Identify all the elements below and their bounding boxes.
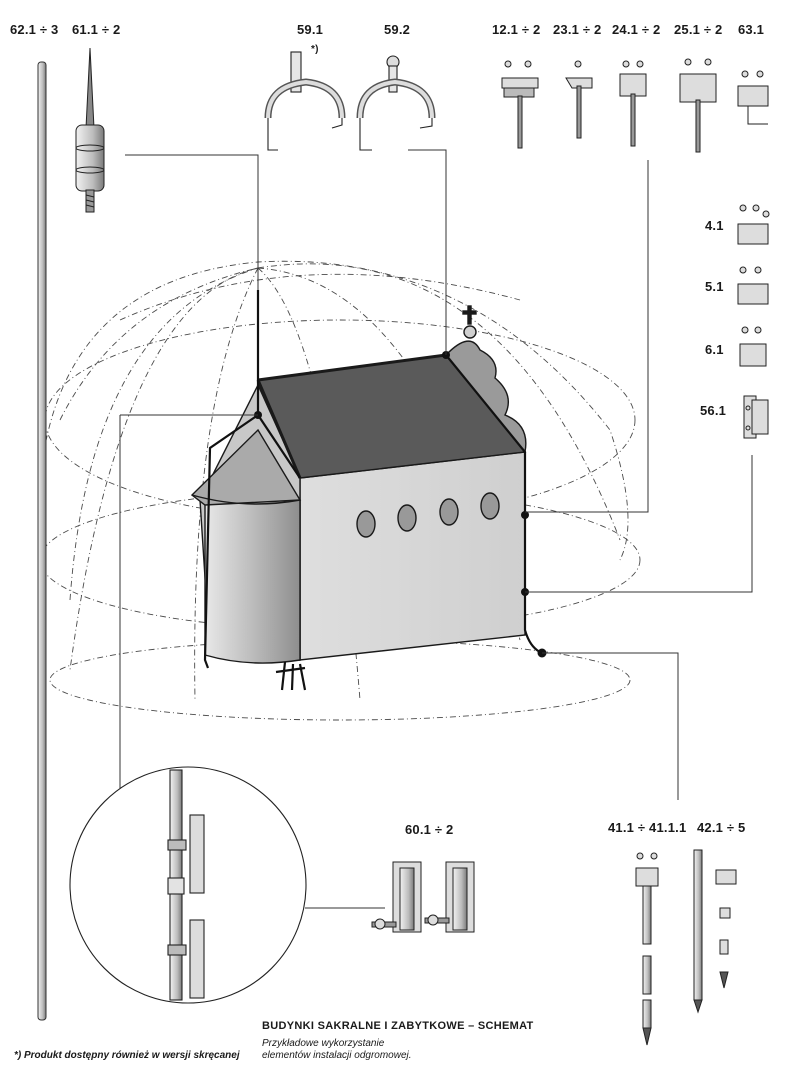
mast-pole [37,61,47,1021]
connector-56 [743,395,769,439]
leader-lines [119,149,753,909]
label-rod-61: 61.1 ÷ 2 [72,22,121,37]
footer-subtitle-line2: elementów instalacji odgromowej. [262,1050,412,1061]
footer-subtitle-line1: Przykładowe wykorzystanie [262,1038,385,1049]
label-connector-5: 5.1 [705,279,724,294]
clamp-59-2 [356,55,436,151]
holder-12 [501,60,539,149]
holder-23 [565,60,593,139]
label-support-60: 60.1 ÷ 2 [405,822,454,837]
magnified-detail [69,766,307,1004]
holder-24 [619,60,647,147]
label-mast-62: 62.1 ÷ 3 [10,22,59,37]
footer-note: *) Produkt dostępny również w wersji skr… [14,1050,240,1061]
label-connector-6: 6.1 [705,342,724,357]
label-holder-25: 25.1 ÷ 2 [674,22,723,37]
footer-subtitle: Przykładowe wykorzystanie elementów inst… [262,1038,412,1062]
clamp-59-1 [264,51,346,151]
connector-4 [737,204,770,245]
wall-supports-60 [371,861,475,933]
label-earth-41: 41.1 ÷ 41.1.1 [608,820,687,835]
earth-rods-41 [635,852,659,1046]
label-clamp-59-1: 59.1 [297,22,324,37]
air-terminal-rod [75,47,105,213]
label-holder-12: 12.1 ÷ 2 [492,22,541,37]
label-holder-24: 24.1 ÷ 2 [612,22,661,37]
label-earth-42: 42.1 ÷ 5 [697,820,746,835]
church-building [190,305,527,664]
connector-6 [739,326,767,367]
label-holder-23: 23.1 ÷ 2 [553,22,602,37]
holder-25 [679,58,717,153]
earth-rods-42 [693,849,737,1014]
label-connector-4: 4.1 [705,218,724,233]
footer-title: BUDYNKI SAKRALNE I ZABYTKOWE – SCHEMAT [262,1020,534,1032]
holder-63 [737,70,769,125]
label-holder-63: 63.1 [738,22,765,37]
connector-5 [737,266,769,305]
label-connector-56: 56.1 [700,403,727,418]
label-clamp-59-1-mark: *) [311,44,319,55]
label-clamp-59-2: 59.2 [384,22,411,37]
